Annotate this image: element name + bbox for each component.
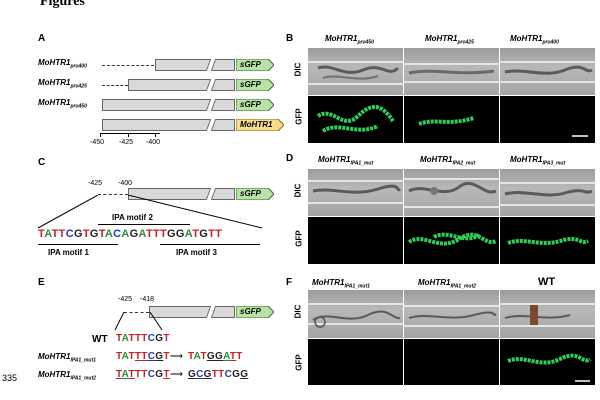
panel-d-row-dic: DIC <box>293 183 303 198</box>
panel-c-tick-425: -425 <box>88 180 103 187</box>
construct-a2-promoter <box>128 79 235 91</box>
panel-d-row-gfp: GFP <box>294 230 304 247</box>
panel-b-dic-3 <box>500 48 595 95</box>
panel-c-reporter: sGFP <box>236 188 274 200</box>
panel-e-tick-418: -418 <box>140 296 155 303</box>
panel-f-col1-label: MoHTR1IPA1_mut1 <box>312 278 370 290</box>
panel-f-col2-label: MoHTR1IPA1_mut2 <box>418 278 476 290</box>
panel-d-gfp-2 <box>404 217 499 264</box>
panel-e-reporter: sGFP <box>236 306 274 318</box>
panel-b-dic-2 <box>404 48 499 95</box>
construct-a4-promoter <box>102 119 235 131</box>
panel-e-zoom-lines <box>114 312 163 331</box>
construct-a1-label: MoHTR1pro400 <box>38 58 87 70</box>
panel-c-motif2-label: IPA motif 2 <box>112 213 153 222</box>
panel-f-dic-1 <box>308 290 403 338</box>
panel-a-tick-400 <box>155 133 156 137</box>
panel-d-col2-label: MoHTR1IPA2_mut <box>420 155 476 167</box>
panel-f-row-gfp: GFP <box>294 354 304 371</box>
panel-e-mut2-new: GCGTTCGG <box>188 369 249 380</box>
panel-e-wt-label: WT <box>92 334 108 345</box>
panel-e-mut1-label: MoHTR1IPA1_mut1 <box>38 352 96 364</box>
construct-a3-reporter: sGFP <box>236 99 274 111</box>
panel-e-mut1-arrow: ⟶ <box>170 351 183 361</box>
panel-a-tick-label-450: -450 <box>90 139 105 146</box>
construct-a1-reporter: sGFP <box>236 59 274 71</box>
panel-d-dic-2 <box>404 169 499 216</box>
panel-d-dic-3 <box>500 169 595 216</box>
panel-c-tick-400: -400 <box>118 180 133 187</box>
panel-e-dash <box>124 312 149 313</box>
panel-c-motif1-bar <box>38 244 118 245</box>
panel-e-mut2-arrow: ⟶ <box>170 369 183 379</box>
panel-e-mut2-seq: TATTTCGT <box>116 369 170 380</box>
panel-c-dash <box>98 194 128 195</box>
panel-a-letter: A <box>38 33 46 44</box>
panel-f-col3-label: WT <box>538 276 556 288</box>
line-number: 335 <box>2 373 18 383</box>
panel-c-motif3-label: IPA motif 3 <box>176 248 217 257</box>
panel-c-letter: C <box>38 157 46 168</box>
panel-b-letter: B <box>286 33 294 44</box>
panel-b-col1-label: MoHTR1pro450 <box>325 34 374 46</box>
panel-e-tick-425: -425 <box>118 296 133 303</box>
panel-b-dic-1 <box>308 48 403 95</box>
panel-d-col1-label: MoHTR1IPA1_mut <box>318 155 374 167</box>
construct-a2-label: MoHTR1pro425 <box>38 78 87 90</box>
panel-b-col2-label: MoHTR1pro425 <box>425 34 474 46</box>
panel-e-mut2-label: MoHTR1IPA1_mut2 <box>38 370 96 382</box>
panel-a-tick-425 <box>128 133 129 137</box>
construct-a4-gene: MoHTR1 <box>236 119 284 131</box>
panel-b-gfp-2 <box>404 96 499 143</box>
construct-a1-dash <box>102 65 154 66</box>
panel-b-gfp-1 <box>308 96 403 143</box>
construct-a1-promoter <box>155 59 235 71</box>
panel-f-gfp-3 <box>500 339 595 385</box>
panel-f-gfp-1 <box>308 339 403 385</box>
panel-f-dic-3 <box>500 290 595 338</box>
panel-f-row-dic: DIC <box>293 304 303 319</box>
panel-c-motif1-label: IPA motif 1 <box>48 248 89 257</box>
construct-a2-dash <box>102 85 128 86</box>
panel-d-gfp-1 <box>308 217 403 264</box>
panel-f-letter: F <box>286 277 293 288</box>
panel-c-zoom-lines <box>37 195 263 229</box>
construct-a2-reporter: sGFP <box>236 79 274 91</box>
panel-a-tick-label-400: -400 <box>146 139 161 146</box>
panel-a-tick-450 <box>100 133 101 137</box>
panel-e-mut1-new: TATGGATT <box>188 351 243 362</box>
panel-a-axis <box>100 133 160 134</box>
panel-d-gfp-3 <box>500 217 595 264</box>
panel-e-wt-seq: TATTTCGT <box>116 333 170 344</box>
panel-d-dic-1 <box>308 169 403 216</box>
panel-b-col3-label: MoHTR1pro400 <box>510 34 559 46</box>
panel-b-row-dic: DIC <box>293 62 303 77</box>
panel-c-motif2-bar <box>98 224 190 225</box>
panel-a-tick-label-425: -425 <box>119 139 134 146</box>
panel-f-gfp-2 <box>404 339 499 385</box>
panel-e-letter: E <box>38 277 45 288</box>
construct-a3-promoter <box>102 99 235 111</box>
panel-f-dic-2 <box>404 290 499 338</box>
panel-d-letter: D <box>286 153 294 164</box>
construct-a3-label: MoHTR1pro450 <box>38 98 87 110</box>
panel-c-motif3-bar <box>160 244 260 245</box>
panel-b-gfp-3 <box>500 96 595 143</box>
panel-d-col3-label: MoHTR1IPA3_mut <box>510 155 566 167</box>
panel-e-mut1-seq: TATTTCGT <box>116 351 170 362</box>
panel-b-row-gfp: GFP <box>294 108 304 125</box>
page-header: Figures <box>40 0 85 9</box>
panel-c-sequence: TATTCGTGTACAGATTTGGATGTT <box>38 228 223 240</box>
